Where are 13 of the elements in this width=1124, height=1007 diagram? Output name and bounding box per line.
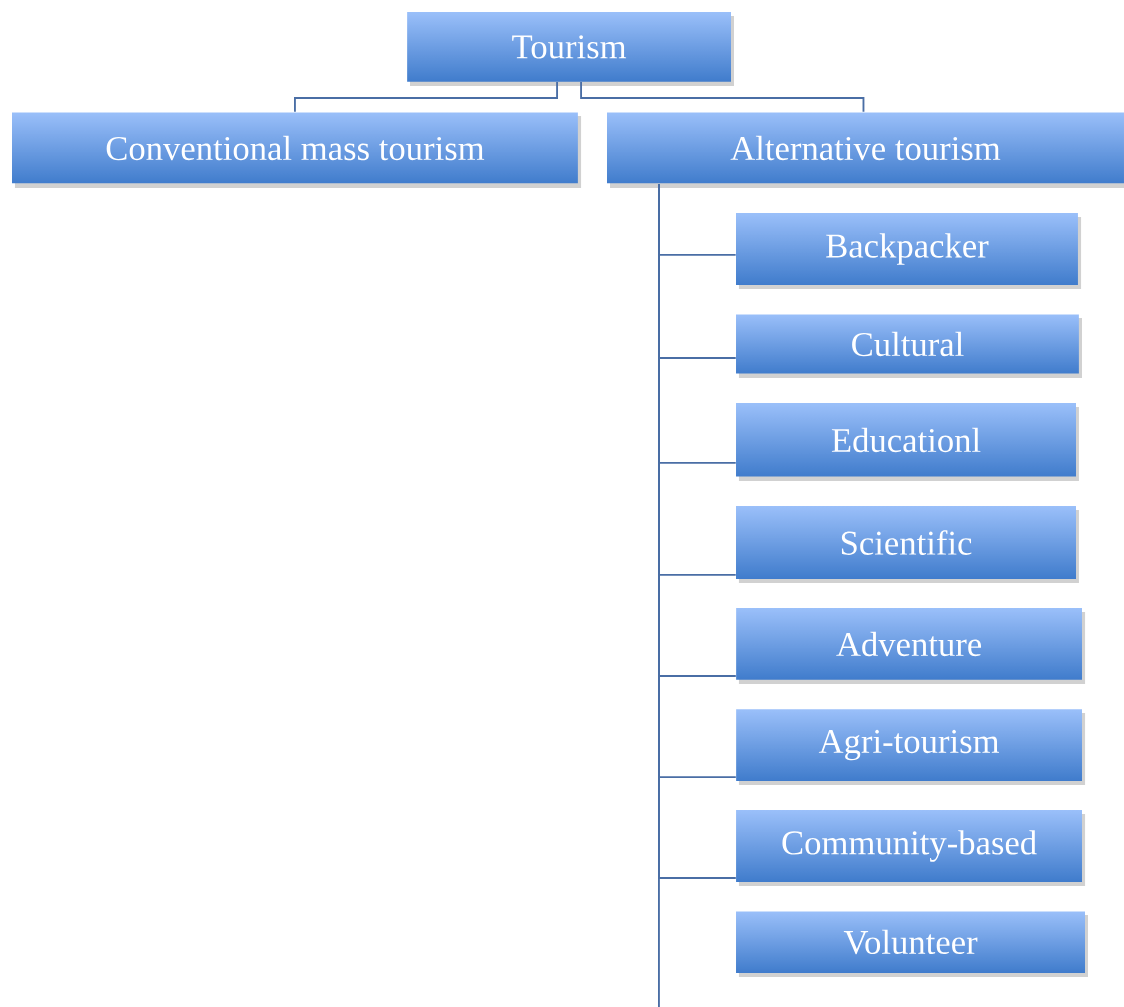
category-box: Tourism — [407, 12, 734, 87]
category-box: Agri-tourism — [736, 709, 1086, 786]
connector-line — [580, 81, 865, 113]
category-box: Community-based — [736, 810, 1086, 887]
category-box: Volunteer — [736, 911, 1088, 978]
category-box: Backpacker — [735, 213, 1082, 290]
connector-line — [294, 81, 558, 113]
category-box: Scientific — [736, 506, 1079, 583]
category-box: Adventure — [736, 608, 1086, 685]
category-box: Alternative tourism — [606, 112, 1124, 189]
category-box: Cultural — [736, 314, 1082, 379]
category-box: Educationl — [736, 403, 1079, 482]
category-box: Conventional mass tourism — [11, 112, 582, 189]
